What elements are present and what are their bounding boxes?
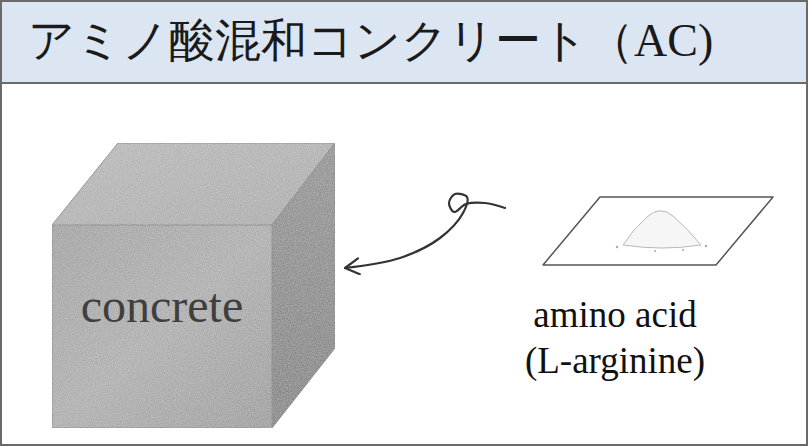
concrete-cube: concrete	[52, 143, 335, 428]
amino-acid-powder: amino acid (L-arginine)	[505, 185, 780, 385]
node-label: amino acid (L-arginine)	[515, 292, 715, 385]
title: アミノ酸混和コンクリート（AC)	[28, 0, 713, 82]
curved-arrow	[345, 194, 505, 268]
node-label: concrete	[52, 281, 272, 331]
